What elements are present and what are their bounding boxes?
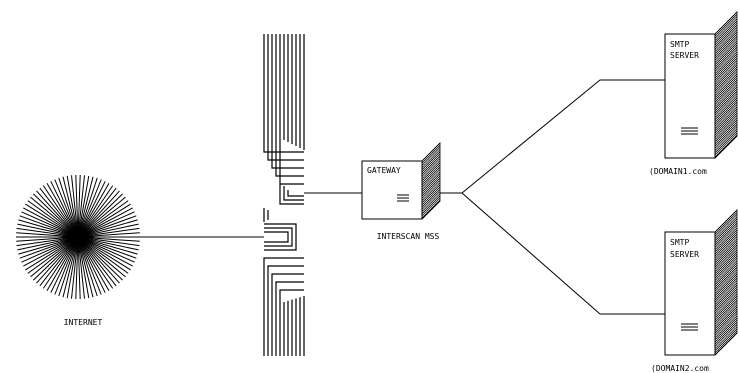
wall-channel-upper: [268, 34, 304, 160]
server1-label-line2: SERVER: [670, 51, 699, 60]
wall-port-gateway: [288, 190, 304, 196]
internet-label: INTERNET: [64, 318, 103, 327]
server2-label-line2: SERVER: [670, 250, 699, 259]
links-gateway-servers: [440, 80, 665, 314]
wall-port-gateway: [284, 186, 304, 200]
wall-channel-lower: [268, 266, 304, 356]
server1-shadow-hatch: [715, 12, 737, 158]
smtp-server-1: SMTP SERVER (DOMAIN1.com: [649, 12, 737, 176]
gateway-shadow-hatch: [422, 143, 440, 219]
gateway-node: GATEWAY INTERSCAN MSS: [362, 143, 440, 241]
server2-caption: (DOMAIN2.com: [651, 364, 709, 373]
internet-core: [69, 228, 87, 246]
link-to-server2: [462, 193, 665, 314]
internet-node: INTERNET: [16, 175, 140, 327]
gateway-caption: INTERSCAN MSS: [377, 232, 440, 241]
link-to-server1: [462, 80, 665, 193]
smtp-server-2: SMTP SERVER (DOMAIN2.com: [651, 210, 737, 373]
server2-shadow-hatch: [715, 210, 737, 355]
wall-port-internet: [264, 232, 288, 242]
server1-label-line1: SMTP: [670, 40, 689, 49]
gateway-box-label: GATEWAY: [367, 166, 401, 175]
firewall-wall: [264, 34, 304, 356]
server1-caption: (DOMAIN1.com: [649, 167, 707, 176]
server2-label-line1: SMTP: [670, 238, 689, 247]
